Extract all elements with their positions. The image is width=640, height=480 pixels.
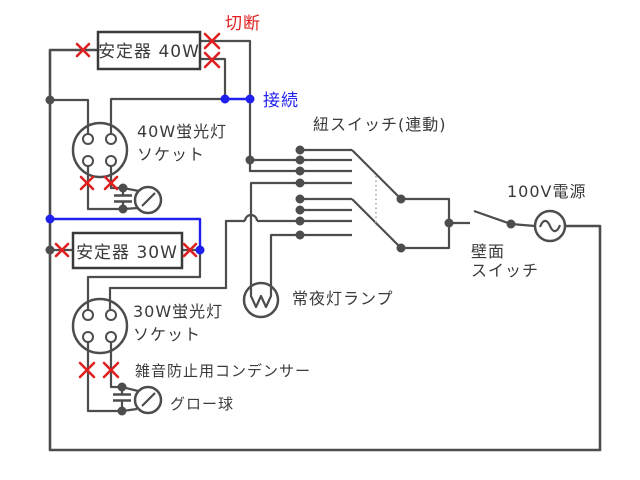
- label-cut: 切断: [225, 14, 261, 34]
- cut-mark: [79, 175, 95, 191]
- glow-bulb-30w: [121, 385, 163, 415]
- cut-mark: [182, 242, 198, 258]
- wire-hop: [243, 213, 259, 222]
- label-ballast-40w: 安定器 40W: [98, 42, 200, 62]
- sine-icon: [538, 219, 562, 233]
- connect-feed-wire: [248, 99, 300, 173]
- cut-marks: [54, 32, 221, 379]
- main-loop-wires: [48, 48, 602, 452]
- switch-blade: [473, 209, 512, 226]
- socket-40w: [71, 121, 129, 179]
- label-socket-30w-line1: 30W蛍光灯: [133, 302, 223, 321]
- label-capacitor: 雑音防止用コンデンサー: [135, 362, 311, 380]
- label-wall-switch-line1: 壁面: [471, 242, 505, 261]
- connect-bypass-30w: [50, 217, 202, 250]
- contact7-socket30-wire: [108, 213, 300, 315]
- wall-switch: [473, 209, 536, 228]
- ac-source: [533, 209, 567, 243]
- label-ballast-30w: 安定器 30W: [76, 243, 178, 263]
- junction-dots: [45, 95, 516, 416]
- cut-mark: [54, 242, 70, 258]
- label-socket-30w-line2: ソケット: [133, 325, 201, 344]
- ballast-40w-wires: [200, 39, 252, 99]
- contact4-lamp-wire: [249, 181, 300, 284]
- label-power: 100V電源: [507, 182, 587, 201]
- label-wall-switch-line2: スイッチ: [471, 261, 539, 280]
- label-socket-40w-line1: 40W蛍光灯: [137, 122, 227, 141]
- label-pull-switch: 紐スイッチ(連動): [313, 115, 447, 134]
- cut-mark: [75, 42, 91, 58]
- cut-mark: [103, 175, 119, 191]
- ballast-30w-box: [71, 231, 184, 270]
- label-connect: 接続: [263, 91, 299, 111]
- label-socket-40w-line2: ソケット: [137, 145, 205, 164]
- cut-mark: [203, 51, 221, 69]
- pull-switch-arms: [351, 149, 470, 250]
- label-glow-bulb: グロー球: [170, 395, 234, 413]
- socket-30w: [71, 297, 129, 355]
- glow-bulb-40w: [122, 185, 163, 215]
- label-night-lamp: 常夜灯ランプ: [292, 289, 394, 308]
- lamp-filament: [249, 284, 273, 309]
- cut-mark: [78, 361, 96, 379]
- contact8-lamp-wire: [269, 233, 300, 284]
- connect-dots: [45, 94, 255, 255]
- cut-mark: [102, 361, 120, 379]
- night-lamp: [242, 281, 280, 319]
- cut-mark: [203, 32, 221, 50]
- ballast-40w-box: [96, 30, 202, 71]
- pull-switch-contacts: [300, 148, 352, 237]
